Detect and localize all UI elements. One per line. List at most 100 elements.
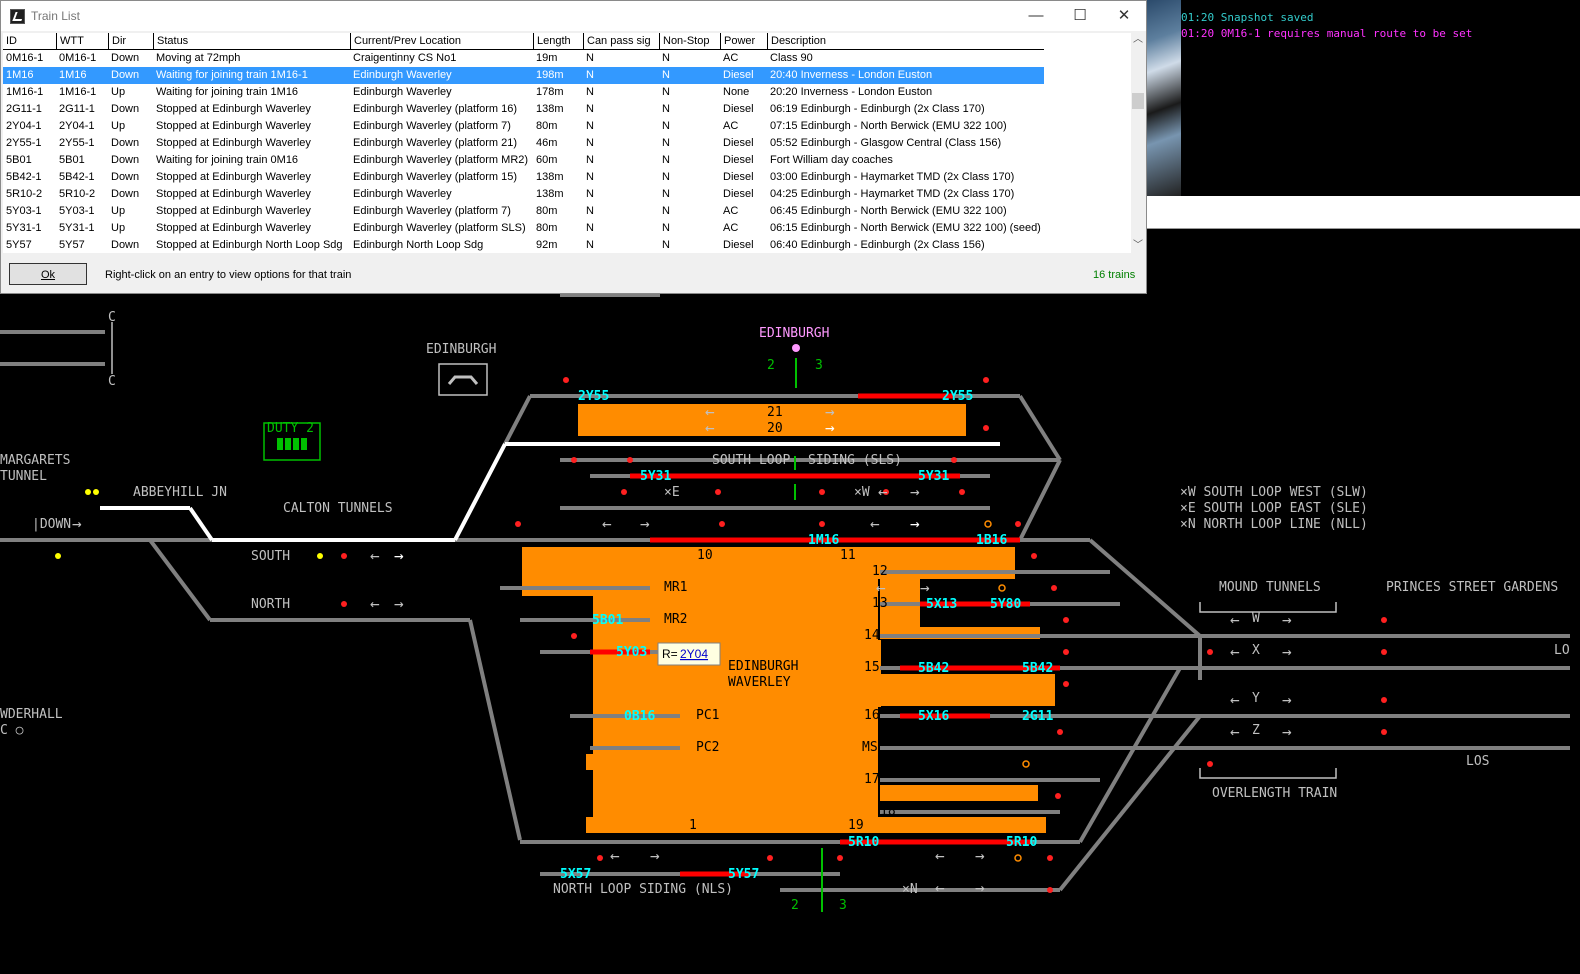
message-log: 01:20 Snapshot saved 01:20 0M16-1 requir… [1181,10,1580,196]
scroll-thumb[interactable] [1132,93,1144,109]
table-cell: Down [111,52,140,64]
table-cell: AC [723,222,739,234]
svg-text:→: → [825,402,835,421]
svg-text:←: ← [602,514,612,533]
column-header[interactable]: Non-Stop [659,33,720,49]
headcode-1b16[interactable]: 1B16 [976,533,1007,548]
column-header[interactable]: Length [533,33,583,49]
svg-text:←: ← [610,846,620,865]
column-header[interactable]: Status [153,33,350,49]
svg-text:→: → [1282,642,1292,661]
table-cell: 2Y04-1 [59,120,95,132]
table-cell: Diesel [723,239,754,251]
headcode-5b42-west[interactable]: 5B42 [918,661,949,676]
headcode-5y57[interactable]: 5Y57 [728,867,759,882]
label-margarets: MARGARETS [0,453,70,468]
table-cell: N [662,239,670,251]
close-button[interactable]: ✕ [1117,7,1131,24]
table-cell: 06:15 Edinburgh - North Berwick (EMU 322… [770,222,1041,234]
table-cell: N [662,69,670,81]
table-cell: 138m [536,188,564,200]
vertical-scrollbar[interactable]: ︿ ﹀ [1131,33,1145,253]
label-num2a: 2 [767,358,775,373]
column-header[interactable]: Can pass sig [583,33,659,49]
svg-text:→: → [825,418,835,437]
train-count: 16 trains [1093,269,1136,281]
headcode-5r10-east[interactable]: 5R10 [1006,835,1037,850]
table-cell: 5Y31-1 [59,222,95,234]
headcode-2y55-west[interactable]: 2Y55 [578,389,609,404]
headcode-5x16[interactable]: 5X16 [918,709,949,724]
label-plat-20: 20 [767,421,783,436]
table-cell: 138m [536,103,564,115]
headcode-5b01[interactable]: 5B01 [592,613,623,628]
label-los: LOS [1466,754,1489,769]
scroll-down-icon[interactable]: ﹀ [1133,240,1143,251]
headcode-1m16[interactable]: 1M16 [808,533,839,548]
legend-slw: ×W SOUTH LOOP WEST (SLW) [1180,485,1368,500]
headcode-2y55-east[interactable]: 2Y55 [942,389,973,404]
ok-button[interactable]: Ok [9,263,87,285]
background-photo [1147,0,1181,196]
label-p18: 18 [880,804,896,819]
headcode-5y03[interactable]: 5Y03 [616,645,647,660]
table-cell: 04:25 Edinburgh - Haymarket TMD (2x Clas… [770,188,1015,200]
table-cell: Diesel [723,137,754,149]
svg-text:→: → [72,514,82,533]
headcode-5b42-east[interactable]: 5B42 [1022,661,1053,676]
label-south: SOUTH [251,549,290,564]
table-cell: Edinburgh North Loop Sdg [353,239,484,251]
headcode-5r10-west[interactable]: 5R10 [848,835,879,850]
label-south-loop: SOUTH LOOP [712,453,790,468]
headcode-2g11[interactable]: 2G11 [1022,709,1053,724]
route-link[interactable]: 2Y04 [680,647,708,661]
table-cell: N [586,86,594,98]
table-cell: 5Y57 [6,239,32,251]
table-cell: 06:40 Edinburgh - Edinburgh (2x Class 15… [770,239,985,251]
headcode-5x13[interactable]: 5X13 [926,597,957,612]
title-bar[interactable]: Train List — ☐ ✕ [1,1,1146,31]
headcode-5x57[interactable]: 5X57 [560,867,591,882]
column-header[interactable]: Description [767,33,1044,49]
svg-text:←: ← [870,514,880,533]
headcode-5y31-east[interactable]: 5Y31 [918,469,949,484]
svg-text:→: → [640,514,650,533]
table-cell: Stopped at Edinburgh Waverley [156,222,311,234]
label-p13: 13 [872,596,888,611]
column-header[interactable]: ID [6,35,17,47]
table-cell: Up [111,86,126,98]
scroll-up-icon[interactable]: ︿ [1133,34,1143,45]
label-mr2: MR2 [664,612,687,627]
column-header[interactable]: Dir [108,33,153,49]
table-cell: Diesel [723,188,754,200]
signals-yellow [55,489,323,559]
headcode-5y31-west[interactable]: 5Y31 [640,469,671,484]
column-header[interactable]: Power [720,33,767,49]
table-cell: 1M16-1 [59,86,97,98]
column-header[interactable]: Current/Prev Location [350,33,533,49]
svg-text:←: ← [935,846,945,865]
minimize-button[interactable]: — [1028,7,1044,24]
maximize-button[interactable]: ☐ [1073,7,1087,24]
column-header[interactable]: WTT [56,33,108,49]
table-cell: 80m [536,222,558,234]
label-overlength: OVERLENGTH TRAIN [1212,786,1337,801]
headcode-5y80[interactable]: 5Y80 [990,597,1021,612]
headcode-0b16[interactable]: 0B16 [624,709,655,724]
